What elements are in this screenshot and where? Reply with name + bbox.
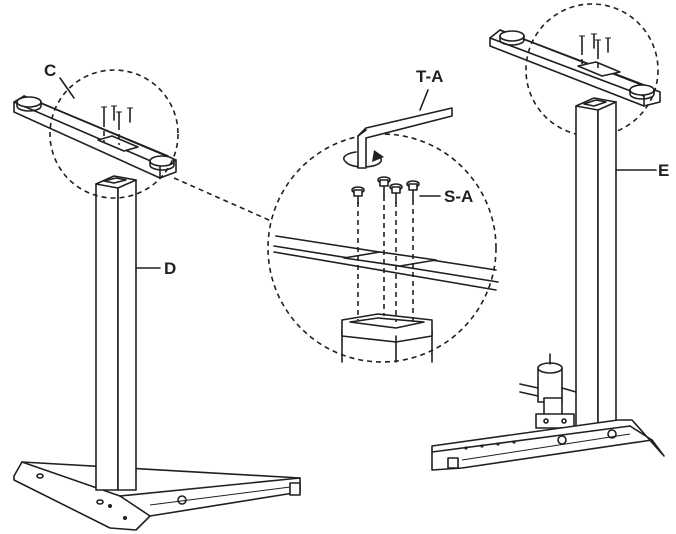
left-detail-circle xyxy=(49,69,179,199)
label-t-a: T-A xyxy=(416,67,443,86)
magnified-detail xyxy=(267,89,499,363)
t-a-leader xyxy=(419,89,429,111)
allen-key-icon xyxy=(357,107,453,169)
right-leg-assembly xyxy=(431,3,665,471)
screw-icon xyxy=(377,176,391,197)
screw-icon xyxy=(389,183,403,204)
motor-unit xyxy=(519,353,577,429)
right-column xyxy=(575,97,617,431)
left-foot xyxy=(13,461,301,531)
screw-icon xyxy=(351,186,365,205)
label-e: E xyxy=(658,161,669,180)
left-bracket-screws xyxy=(101,105,133,145)
magnified-detail-circle xyxy=(267,133,497,363)
label-c: C xyxy=(44,61,56,80)
left-top-bracket xyxy=(13,95,177,179)
c-leader xyxy=(59,77,75,99)
left-leg-assembly xyxy=(13,69,301,531)
right-foot xyxy=(431,419,665,471)
label-d: D xyxy=(164,259,176,278)
bracket-hole xyxy=(343,251,437,267)
screw-icon xyxy=(406,180,420,201)
left-column xyxy=(95,175,137,491)
right-bracket-screws xyxy=(579,33,611,72)
label-s-a: S-A xyxy=(444,187,473,206)
right-top-bracket xyxy=(489,29,661,107)
circular-arrow-icon xyxy=(343,150,384,168)
column-top-detail xyxy=(341,313,433,363)
